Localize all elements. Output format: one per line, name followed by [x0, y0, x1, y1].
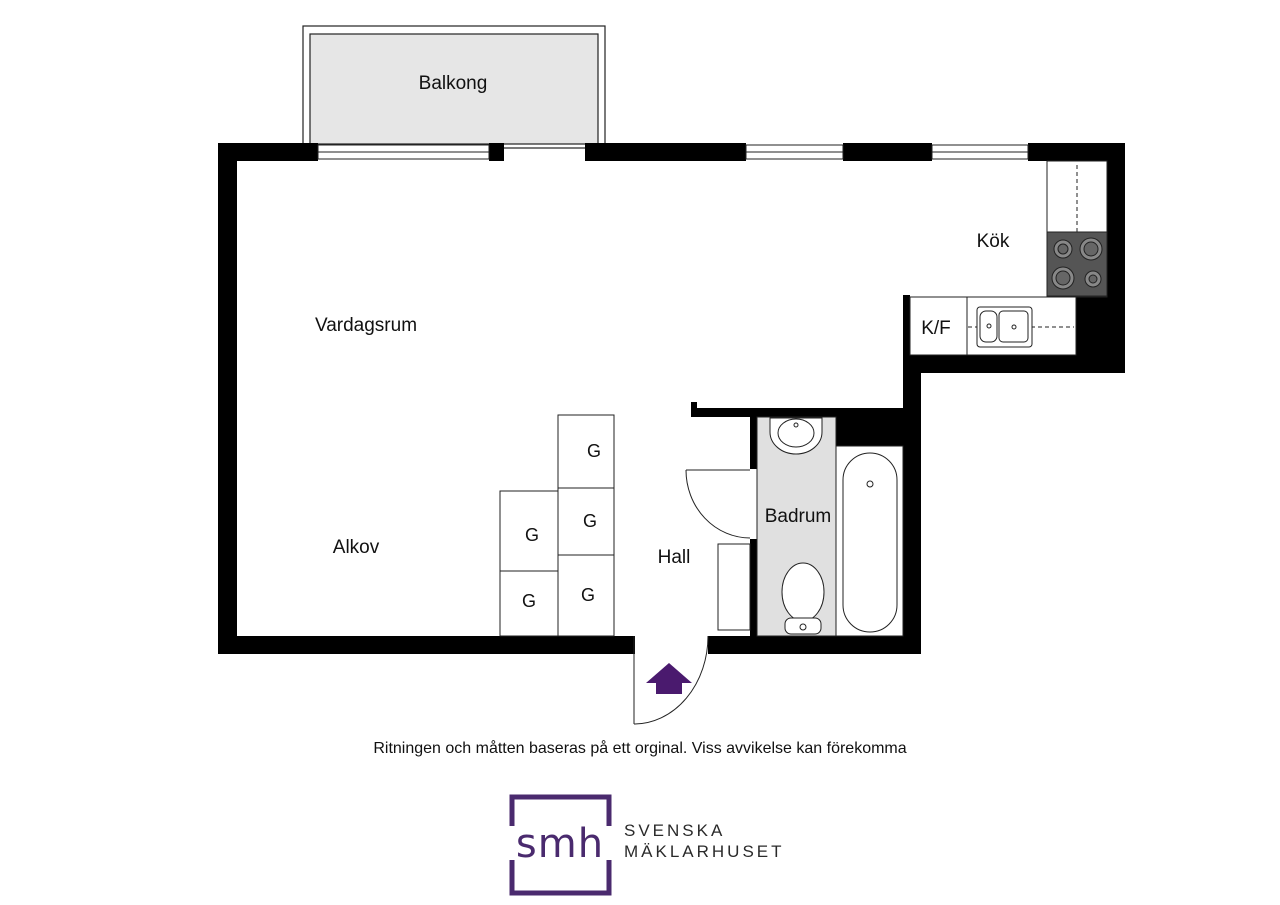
logo-mark-text: smh — [516, 821, 604, 867]
entrance-door — [633, 635, 709, 725]
wardrobe-label: G — [587, 441, 601, 461]
living-room-label: Vardagsrum — [315, 315, 417, 336]
balcony-label: Balkong — [419, 73, 488, 94]
toilet-icon — [781, 562, 825, 635]
windows — [317, 144, 1029, 160]
disclaimer-text: Ritningen och måtten baseras på ett orgi… — [373, 740, 907, 757]
kitchen-label: Kök — [977, 231, 1010, 252]
hall-label: Hall — [658, 547, 691, 568]
bathtub-icon — [835, 445, 904, 637]
logo-mark: smh — [504, 794, 616, 896]
washbasin-icon — [769, 417, 823, 455]
hall-shelf — [717, 543, 751, 631]
entrance-arrow-icon — [646, 663, 692, 694]
brand-line-2: MÄKLARHUSET — [624, 842, 785, 861]
outer-walls — [218, 143, 1125, 654]
bathroom-door — [685, 469, 751, 539]
wardrobe-label: G — [583, 511, 597, 531]
brand-line-1: SVENSKA — [624, 821, 726, 840]
alcove-label: Alkov — [333, 537, 380, 558]
wardrobe-label: G — [522, 591, 536, 611]
wardrobe-label: G — [525, 525, 539, 545]
stove-icon — [1046, 231, 1108, 297]
wardrobes — [499, 414, 615, 637]
balcony — [302, 25, 606, 149]
fridge-freezer-label: K/F — [921, 318, 951, 339]
brand-name: SVENSKA MÄKLARHUSET — [624, 820, 785, 862]
sink-icon — [976, 306, 1033, 348]
wardrobe-label: G — [581, 585, 595, 605]
bathroom-label: Badrum — [765, 506, 832, 527]
